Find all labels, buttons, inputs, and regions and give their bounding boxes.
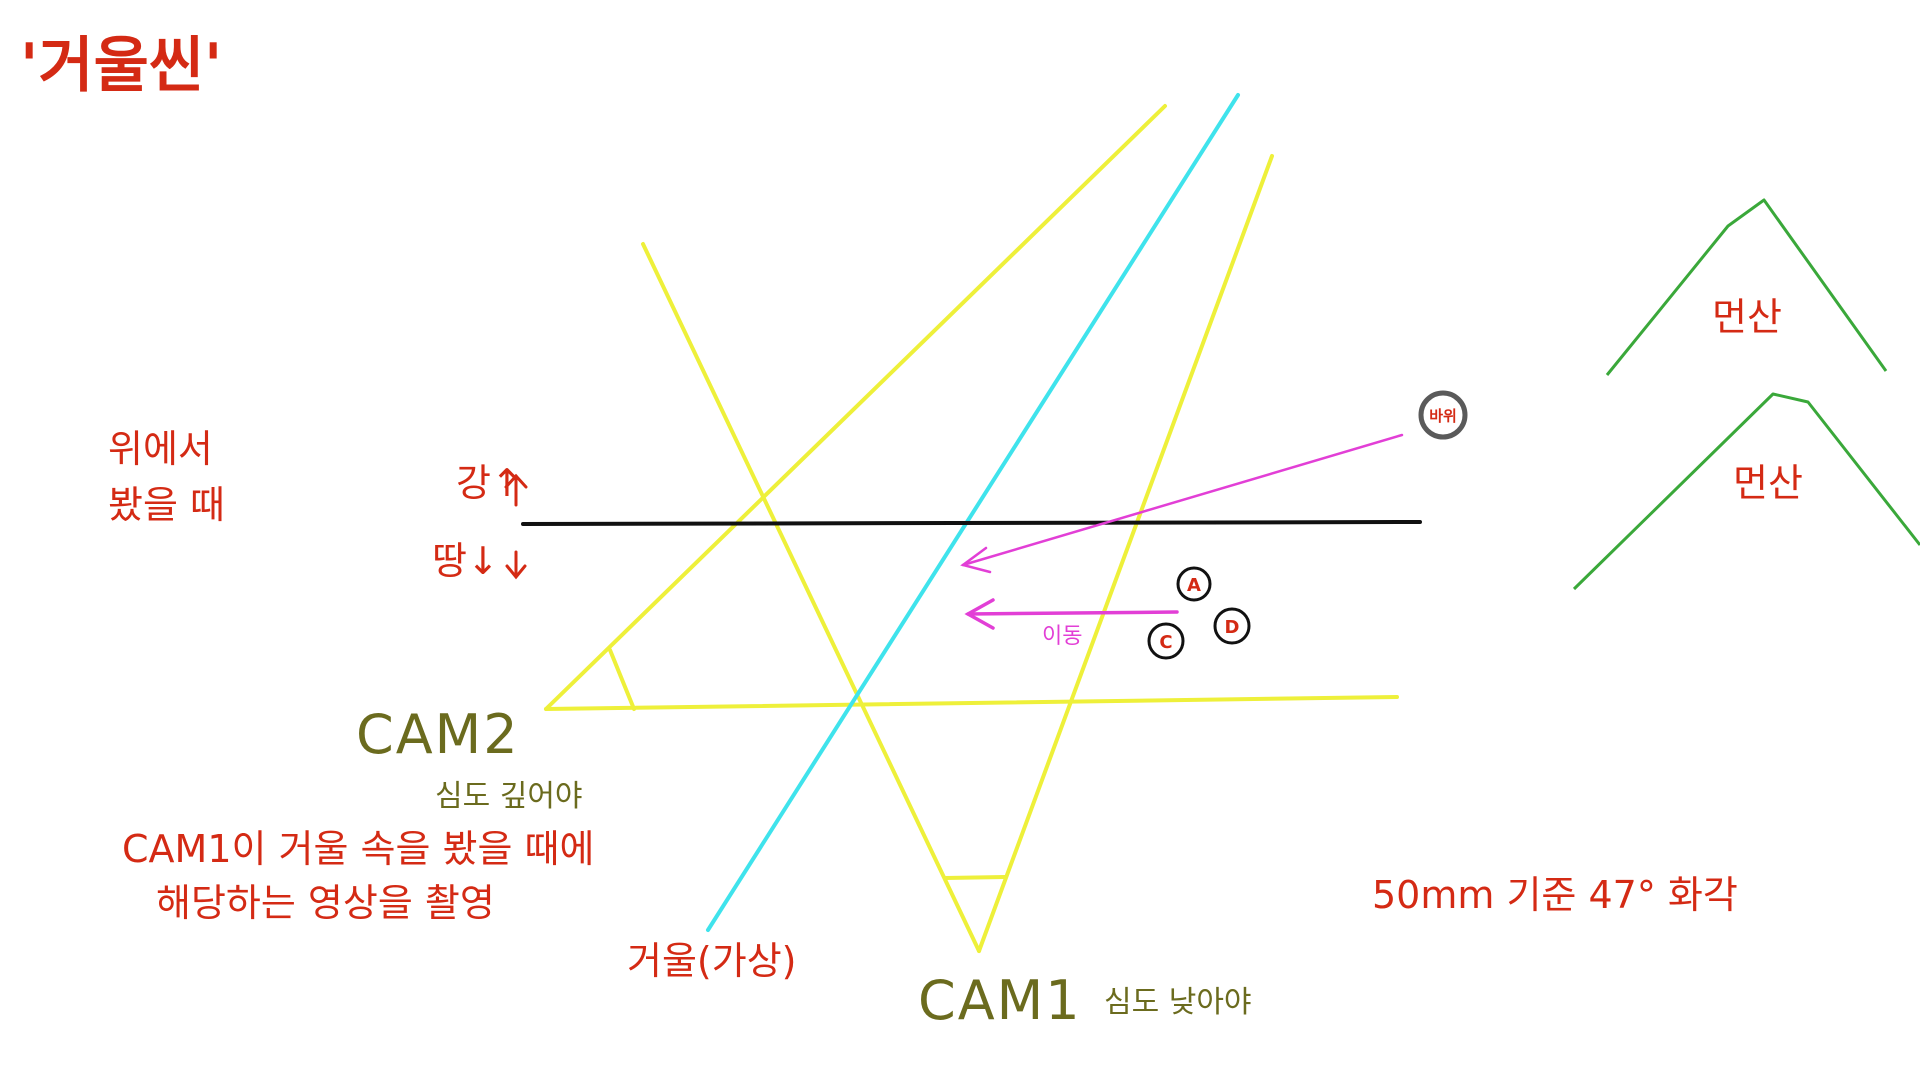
- description-line1: CAM1이 거울 속을 봤을 때에: [122, 827, 595, 871]
- move-label: 이동: [1042, 624, 1083, 649]
- move-arrow: [964, 598, 1179, 630]
- river-boundary-line: [521, 520, 1422, 526]
- marker-a-label: A: [1187, 575, 1201, 596]
- marker-d: D: [1213, 607, 1251, 645]
- cam2-angle-mark: [608, 648, 636, 711]
- marker-a: A: [1176, 566, 1212, 602]
- mountain-back-label: 먼산: [1712, 295, 1782, 339]
- rock-reflection-arrow: [960, 433, 1404, 574]
- cam1-fov-right-ray: [977, 154, 1274, 953]
- cam2-note: 심도 깊어야: [435, 779, 583, 814]
- river-label-text: 강↑: [456, 461, 523, 505]
- view-note-line2: 봤을 때: [108, 483, 225, 527]
- land-down-arrow-icon: [505, 550, 527, 580]
- mountain-front-label: 먼산: [1733, 461, 1803, 505]
- description-line2: 해당하는 영상을 촬영: [156, 881, 495, 925]
- mirror-label: 거울(가상): [627, 939, 797, 983]
- cam1-angle-mark: [943, 875, 1007, 880]
- marker-c: C: [1147, 622, 1185, 660]
- land-label: 땅↓: [432, 539, 499, 584]
- lens-note: 50mm 기준 47° 화각: [1372, 873, 1738, 917]
- cam1-note: 심도 낮아야: [1104, 985, 1252, 1020]
- river-up-arrow-icon: [504, 473, 528, 507]
- mirror-line: [706, 93, 1240, 932]
- cam2-label: CAM2: [356, 703, 520, 766]
- cam2-fov: [544, 104, 1399, 711]
- mountain-back: [1605, 198, 1888, 376]
- land-label-text: 땅↓: [432, 539, 499, 583]
- rock-marker: 바위: [1418, 390, 1468, 440]
- view-note-line1: 위에서: [108, 427, 213, 471]
- cam1-fov: [641, 154, 1274, 953]
- page-title: '거울씬': [20, 31, 223, 101]
- cam2-fov-lower-ray: [544, 695, 1399, 711]
- marker-d-label: D: [1225, 617, 1240, 638]
- cam1-label: CAM1: [918, 969, 1082, 1032]
- marker-c-label: C: [1159, 632, 1172, 653]
- cam1-fov-left-ray: [641, 242, 981, 953]
- rock-marker-label: 바위: [1429, 407, 1457, 425]
- mountain-front: [1572, 392, 1920, 591]
- river-label: 강↑: [456, 461, 523, 506]
- cam2-fov-upper-ray: [544, 104, 1167, 711]
